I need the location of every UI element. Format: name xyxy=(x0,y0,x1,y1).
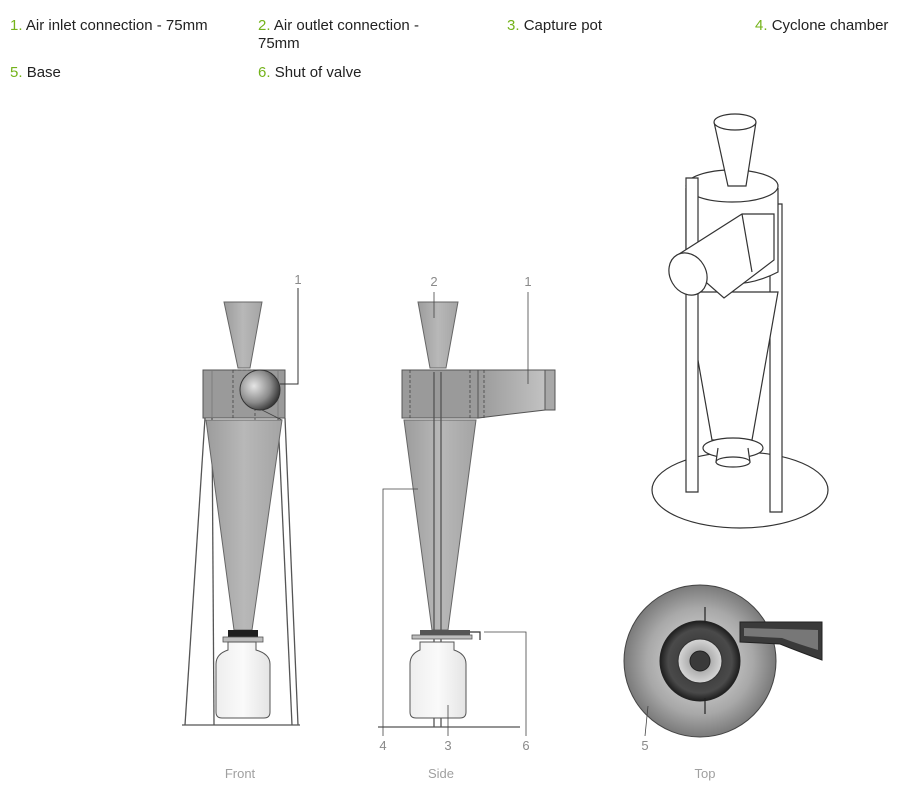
legend-number: 3. xyxy=(507,17,520,34)
side-cylinder-band xyxy=(401,369,479,419)
legend-number: 4. xyxy=(755,17,768,34)
legend-item-cyclone-chamber: 4. Cyclone chamber xyxy=(755,17,900,35)
top-view: 5 Top xyxy=(623,584,823,781)
top-outlet-bore xyxy=(689,650,711,672)
side-callout-6: 6 xyxy=(522,738,529,753)
side-outlet-cone xyxy=(417,301,459,369)
iso-upright-left xyxy=(685,177,699,493)
side-callout-4: 4 xyxy=(379,738,386,753)
front-cyclone-cone xyxy=(205,419,283,631)
legend-item-base: 5. Base xyxy=(10,64,210,82)
legend-label: Air inlet connection - 75mm xyxy=(25,17,208,34)
front-callout-line-1 xyxy=(280,288,299,385)
legend-label: Base xyxy=(26,64,61,81)
front-air-inlet xyxy=(239,369,281,411)
side-callout-1: 1 xyxy=(524,274,531,289)
legend-item-shut-off-valve: 6. Shut of valve xyxy=(258,64,458,82)
legend-label: Capture pot xyxy=(523,17,603,34)
legend-number: 1. xyxy=(10,17,23,34)
legend-item-air-inlet: 1. Air inlet connection - 75mm xyxy=(10,17,240,35)
legend-number: 5. xyxy=(10,64,23,81)
front-leg-right-inner xyxy=(277,417,293,726)
side-view-caption: Side xyxy=(428,766,454,781)
side-air-inlet-duct xyxy=(477,369,546,419)
isometric-view xyxy=(651,113,829,529)
iso-cyclone-cone xyxy=(685,291,779,441)
iso-inlet-opening xyxy=(668,252,708,296)
side-callout-2: 2 xyxy=(430,274,437,289)
front-callout-1: 1 xyxy=(294,272,301,287)
legend-number: 6. xyxy=(258,64,271,81)
top-callout-5: 5 xyxy=(641,738,648,753)
front-view-caption: Front xyxy=(225,766,256,781)
front-view: 1 Front xyxy=(182,272,302,781)
side-valve-plate xyxy=(420,630,470,635)
legend-item-capture-pot: 3. Capture pot xyxy=(507,17,707,35)
front-leg-right-outer xyxy=(284,417,299,726)
legend-label: Cyclone chamber xyxy=(771,17,889,34)
side-cyclone-cone xyxy=(403,419,477,631)
legend-item-air-outlet: 2. Air outlet connection - 75mm xyxy=(258,17,458,53)
side-capture-pot xyxy=(409,641,467,719)
front-valve-band xyxy=(228,630,258,637)
front-capture-pot xyxy=(215,641,271,719)
parts-legend: 1. Air inlet connection - 75mm 2. Air ou… xyxy=(0,0,900,90)
front-outlet-cone xyxy=(223,301,263,369)
top-view-caption: Top xyxy=(695,766,716,781)
legend-label: Air outlet connection - 75mm xyxy=(258,17,419,52)
side-view: 2 1 4 3 6 Side xyxy=(378,274,556,781)
legend-label: Shut of valve xyxy=(274,64,362,81)
side-callout-3: 3 xyxy=(444,738,451,753)
legend-number: 2. xyxy=(258,17,271,34)
iso-outlet-cone xyxy=(713,121,757,187)
front-leg-left-outer xyxy=(184,417,206,726)
side-shut-off-valve-handle xyxy=(470,631,481,640)
